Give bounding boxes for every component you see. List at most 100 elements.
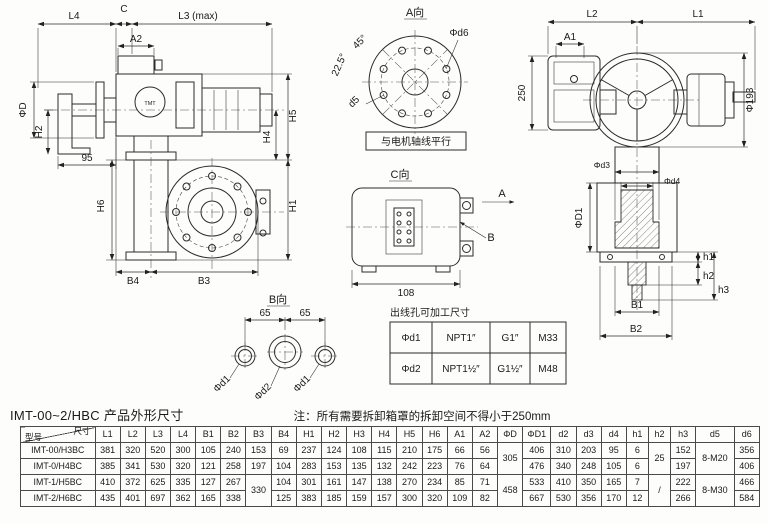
- table-cell: 310: [550, 442, 577, 459]
- table-cell: 320: [119, 442, 146, 459]
- corner-label-dimension: 尺寸: [73, 426, 91, 436]
- table-cell: 105: [600, 458, 627, 475]
- table-cell: 338: [220, 490, 247, 507]
- table-cell: 356: [575, 490, 602, 507]
- table-cell: 476: [522, 458, 552, 475]
- table-cell: 234: [421, 474, 448, 491]
- column-header: h2: [647, 426, 672, 443]
- view-a-title: A向: [406, 5, 424, 19]
- hole-table-cell: G1½″: [497, 364, 523, 375]
- table-cell: 667: [522, 490, 552, 507]
- drawing-footer: IMT-00~2/HBC 产品外形尺寸 注：所有需要拆卸箱罩的拆卸空间不得小于2…: [10, 405, 762, 424]
- table-cell: 66: [446, 442, 473, 459]
- table-cell: 76: [446, 458, 473, 475]
- table-cell: 104: [270, 458, 297, 475]
- table-cell: 153: [320, 458, 348, 475]
- hole-table-cell: Φd1: [401, 333, 421, 344]
- table-cell: 105: [195, 442, 222, 459]
- table-cell: 410: [94, 474, 121, 491]
- view-b-title: B向: [269, 292, 287, 306]
- dim-label-phi-d: ΦD: [18, 102, 29, 117]
- hole-table-cell: G1″: [502, 333, 519, 344]
- table-cell: 267: [220, 474, 247, 491]
- table-cell: 223: [421, 458, 448, 475]
- column-header: d5: [695, 426, 735, 443]
- corner-label-model: 型号: [25, 431, 43, 442]
- table-cell: 258: [220, 458, 247, 475]
- column-header: d6: [733, 426, 760, 443]
- table-cell: 197: [245, 458, 272, 475]
- dim-label-95: 95: [81, 153, 93, 164]
- dim-label-h1: H1: [288, 199, 299, 212]
- column-header: H4: [371, 426, 398, 443]
- table-cell: 203: [575, 442, 602, 459]
- column-header: H3: [346, 426, 373, 443]
- table-cell: 340: [550, 458, 577, 475]
- row-model-label: IMT-00/H3BC: [20, 442, 96, 459]
- hole-table-cell: Φd2: [401, 364, 421, 375]
- column-header: ΦD1: [522, 426, 552, 443]
- table-cell: 125: [270, 490, 297, 507]
- column-header: A2: [471, 426, 499, 443]
- dim-label-phi-193: Φ193: [745, 87, 756, 112]
- table-cell: 410: [550, 474, 577, 491]
- table-cell: 95: [600, 442, 627, 459]
- table-cell: 152: [670, 442, 697, 459]
- table-cell: 520: [144, 442, 171, 459]
- table-cell: 115: [371, 442, 398, 459]
- table-cell: 25: [647, 442, 672, 475]
- table-cell: 161: [320, 474, 348, 491]
- dim-label-250: 250: [517, 84, 528, 101]
- table-cell: 165: [600, 474, 627, 491]
- column-header: L3: [144, 426, 171, 443]
- table-cell: 530: [550, 490, 577, 507]
- table-cell: 330: [245, 474, 272, 507]
- table-cell: 170: [600, 490, 627, 507]
- table-cell: 300: [169, 442, 197, 459]
- view-b: B向 65 65 Φd1 Φd2 Φd1: [212, 292, 339, 403]
- dim-label-h2: H2: [34, 125, 45, 138]
- table-cell: 383: [295, 490, 322, 507]
- table-cell: 127: [195, 474, 222, 491]
- table-cell: 71: [471, 474, 499, 491]
- column-header: H1: [295, 426, 322, 443]
- dim-label-h5: H5: [288, 109, 299, 122]
- dim-label-h3-small: h3: [718, 285, 730, 296]
- table-cell: 159: [346, 490, 373, 507]
- column-header: L1: [94, 426, 121, 443]
- column-header: H2: [320, 426, 348, 443]
- dim-label-phi-d1-cap: ΦD1: [574, 207, 585, 228]
- table-cell: 82: [471, 490, 499, 507]
- table-cell: 300: [396, 490, 423, 507]
- table-cell: 135: [346, 458, 373, 475]
- table-cell: 335: [169, 474, 197, 491]
- dim-label-l1: L1: [692, 9, 704, 20]
- table-cell: 381: [94, 442, 121, 459]
- column-header: ΦD: [496, 426, 524, 443]
- view-c-title: C向: [391, 167, 410, 181]
- dim-label-45deg: 45°: [351, 33, 369, 51]
- table-cell: 240: [220, 442, 247, 459]
- dim-label-b3: B3: [198, 276, 211, 287]
- table-cell: 266: [670, 490, 697, 507]
- table-cell: 237: [295, 442, 322, 459]
- table-cell: 406: [733, 458, 760, 475]
- table-cell: 108: [346, 442, 373, 459]
- table-cell: 138: [371, 474, 398, 491]
- drawing-note: 注：所有需要拆卸箱罩的拆卸空间不得小于250mm: [293, 411, 551, 423]
- view-arrow-a: A: [498, 188, 506, 200]
- table-cell: 56: [471, 442, 499, 459]
- dim-label-65-left: 65: [259, 308, 271, 319]
- dim-label-a1: A1: [564, 32, 577, 43]
- dim-label-h6: H6: [96, 199, 107, 212]
- column-header: h3: [670, 426, 697, 443]
- hole-table-cell: M33: [538, 333, 558, 344]
- column-header: h1: [625, 426, 649, 443]
- table-cell: 242: [396, 458, 423, 475]
- dim-label-b4: B4: [127, 276, 140, 287]
- hole-table-cell: NPT1½″: [442, 364, 480, 375]
- column-header: d3: [575, 426, 602, 443]
